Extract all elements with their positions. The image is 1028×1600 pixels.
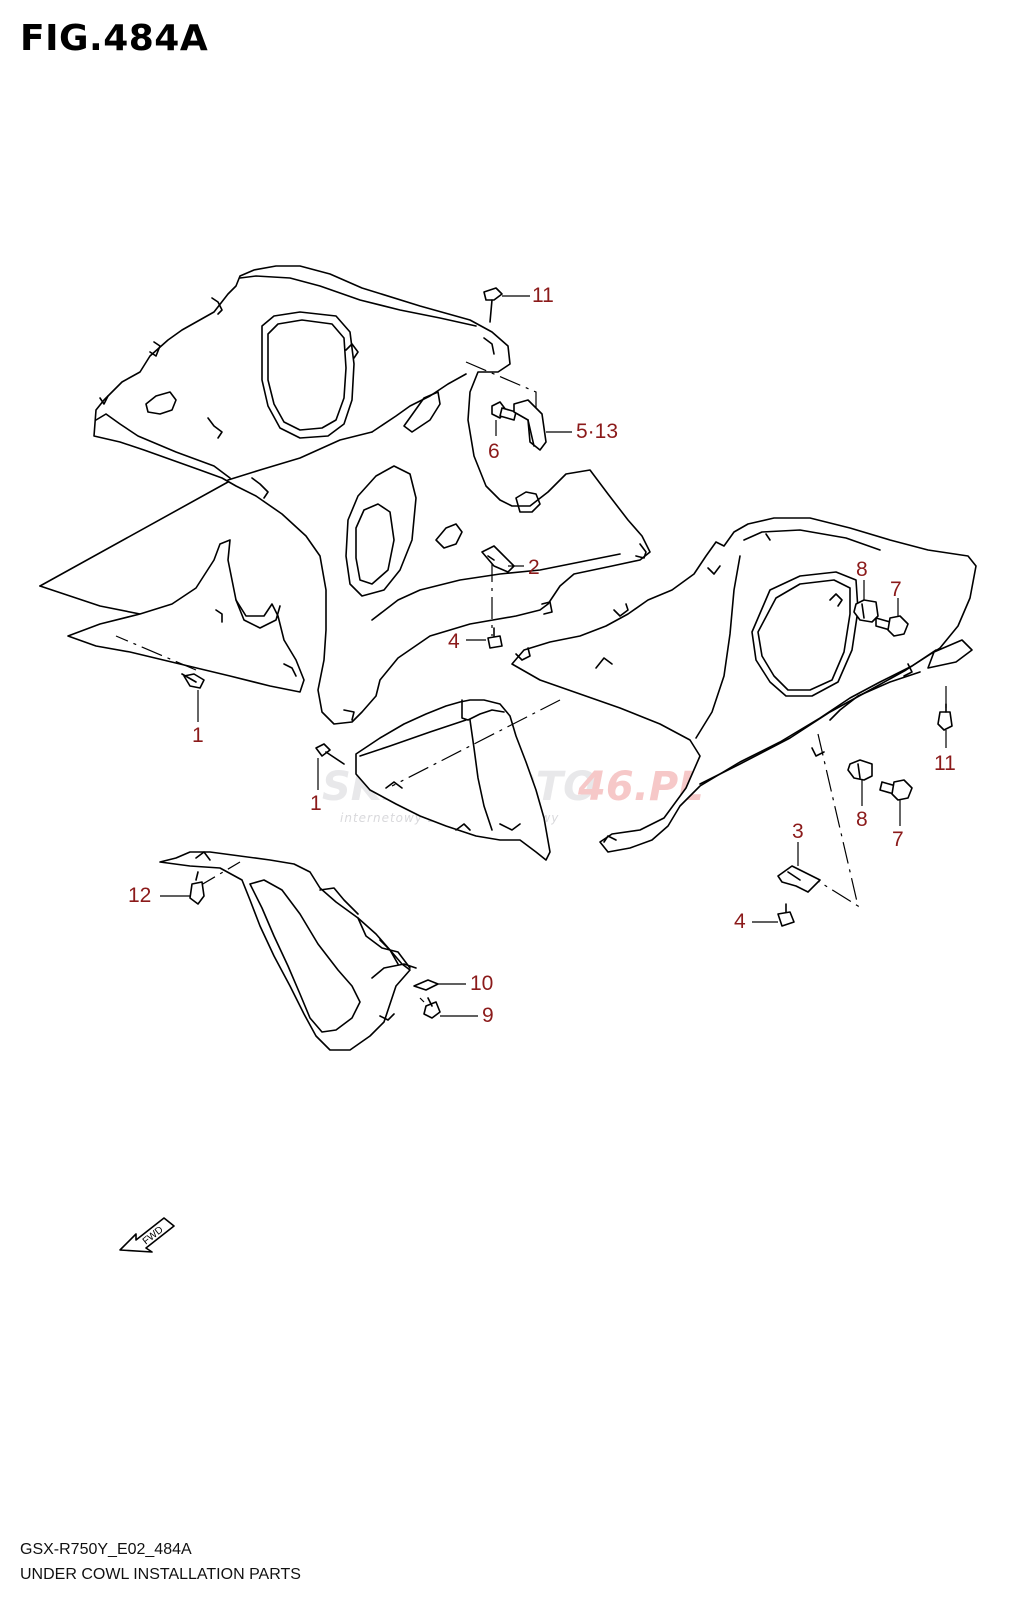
bolt-6 <box>491 401 517 421</box>
callout-10: 10 <box>470 972 493 995</box>
callout-11-upper: 11 <box>532 284 554 307</box>
callout-2: 2 <box>528 556 540 579</box>
trim-clip-11-upper <box>483 287 503 323</box>
screw-1-left <box>181 673 205 689</box>
grommet-8-lower <box>847 759 873 781</box>
callout-9: 9 <box>482 1004 494 1027</box>
assembly-center-lines <box>115 361 947 1003</box>
trim-clip-11-lower <box>937 703 953 731</box>
callout-1-left: 1 <box>192 724 204 747</box>
leader-lines <box>160 295 947 1017</box>
model-code: GSX-R750Y_E02_484A <box>20 1541 192 1558</box>
left-lower-lip <box>39 481 305 693</box>
callout-6: 6 <box>488 440 500 463</box>
left-under-cowl-panel <box>93 265 651 725</box>
callout-7-upper: 7 <box>890 578 902 601</box>
center-under-cowl-inner <box>355 699 551 861</box>
fasteners <box>181 287 953 1019</box>
callout-7-lower: 7 <box>892 828 904 851</box>
clip-12 <box>189 871 205 905</box>
bolt-9 <box>423 997 441 1019</box>
lower-front-inner-cover <box>159 851 417 1051</box>
callout-5-13: 5·13 <box>576 420 618 443</box>
callout-labels: 11 5·13 6 2 4 1 1 8 7 11 8 7 3 4 12 10 9 <box>128 284 956 1027</box>
callout-8-upper: 8 <box>856 558 868 581</box>
screw-7-upper <box>875 615 909 637</box>
screw-7-lower <box>879 779 913 801</box>
bracket-3 <box>777 865 821 893</box>
callout-4-lower: 4 <box>734 910 746 933</box>
callout-1-center: 1 <box>310 792 322 815</box>
screw-1-center <box>315 743 345 765</box>
washer-10 <box>413 979 439 991</box>
grommet-8-upper <box>853 599 879 623</box>
watermark-brand-c: 46.PL <box>577 764 704 810</box>
bracket-5-13 <box>513 399 547 451</box>
bolt-4-upper <box>487 627 503 649</box>
callout-8-lower: 8 <box>856 808 868 831</box>
figure-title: FIG.484A <box>20 18 209 59</box>
figure-caption: UNDER COWL INSTALLATION PARTS <box>20 1566 301 1583</box>
callout-12: 12 <box>128 884 151 907</box>
forward-direction-arrow: FWD <box>119 1217 175 1253</box>
callout-4-upper: 4 <box>448 630 460 653</box>
callout-3: 3 <box>792 820 804 843</box>
callout-11-lower: 11 <box>934 752 956 775</box>
bolt-4-lower <box>777 903 795 927</box>
